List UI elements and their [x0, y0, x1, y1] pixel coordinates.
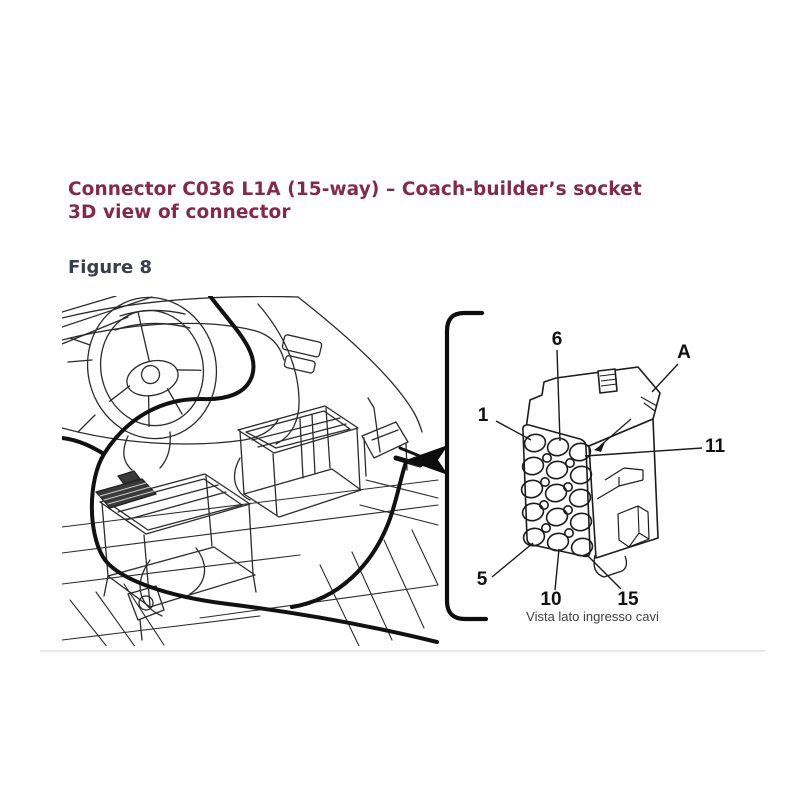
vehicle-cab-drawing — [62, 296, 439, 646]
callout-pin-6: 6 — [551, 329, 563, 350]
callout-leader-lines — [491, 349, 703, 591]
callout-pin-10: 10 — [540, 589, 562, 610]
callout-pin-11: 11 — [704, 436, 726, 457]
location-arrow — [406, 445, 448, 475]
callout-pin-15: 15 — [617, 589, 639, 610]
connector-face — [522, 424, 591, 558]
title-line-2: 3D view of connector — [68, 201, 291, 223]
callout-pin-5: 5 — [476, 569, 488, 590]
figure-caption: Vista lato ingresso cavi — [526, 609, 659, 624]
page-title: Connector C036 L1A (15-way) – Coach-buil… — [68, 179, 708, 224]
connector-cavities — [520, 433, 594, 557]
figure-label: Figure 8 — [68, 257, 153, 278]
connector-3d-view — [520, 366, 661, 578]
title-line-1: Connector C036 L1A (15-way) – Coach-buil… — [68, 179, 642, 200]
detail-bracket — [406, 310, 489, 622]
callout-pin-1: 1 — [477, 405, 489, 426]
wiring-harness — [62, 296, 439, 644]
callout-detail-a: A — [677, 342, 691, 363]
